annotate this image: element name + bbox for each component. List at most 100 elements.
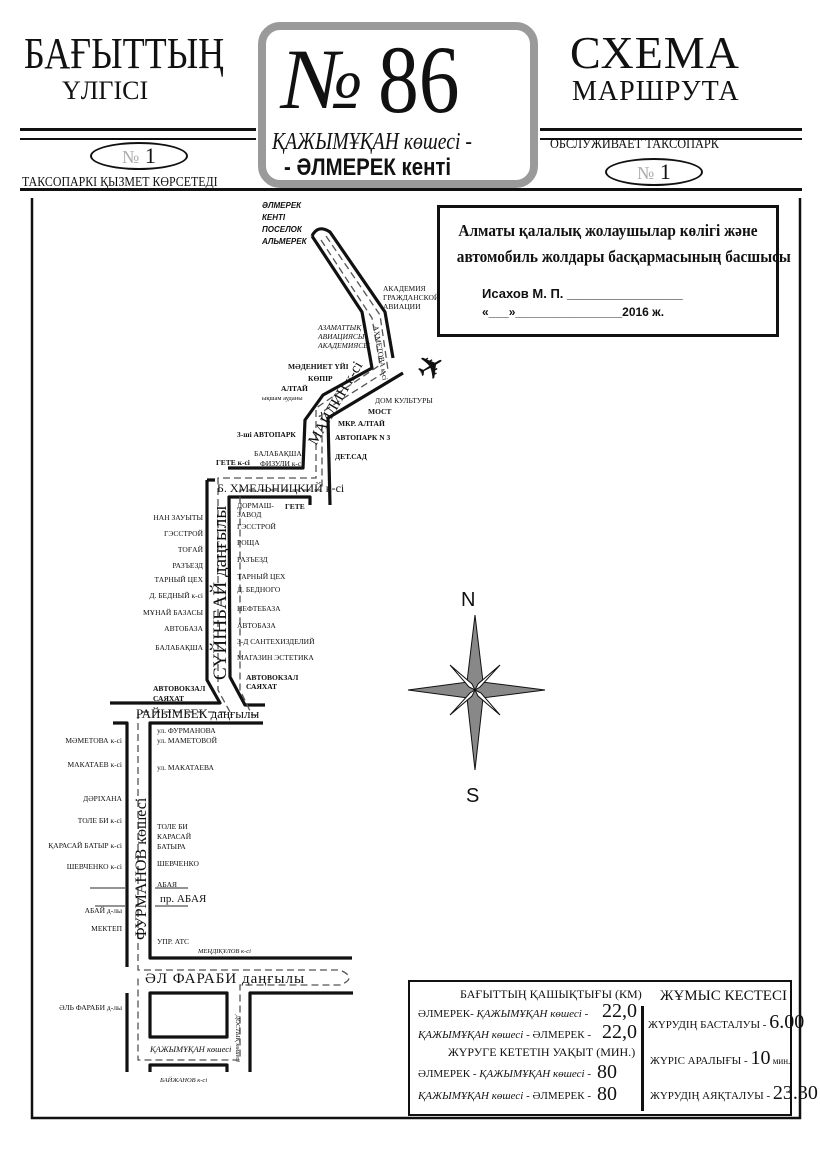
label-stop: ӘЛЬ ФАРАБИ д-лы	[59, 1003, 122, 1012]
suyinbay-left-stops: НАН ЗАУЫТЫ ГЭССТРОЙ ТОҒАЙ РАЗЪЕЗД ТАРНЫЙ…	[143, 513, 204, 652]
right-subtitle: МАРШРУТА	[572, 76, 740, 107]
suyinbay-right-stops: ДОРМАШ- ЗАВОД ГЭССТРОЙ РОЩА РАЗЪЕЗД ТАРН…	[237, 501, 315, 662]
label-academy-ru: ГРАЖДАНСКОЙ	[383, 293, 440, 302]
label-avtovokzal: САЯХАТ	[246, 682, 277, 691]
label-stop: МКР. АЛТАЙ	[338, 419, 385, 428]
label-stop: БАТЫРА	[157, 842, 186, 851]
label-stop: ДӘРІХАНА	[83, 794, 122, 803]
abay-avenue-lines	[90, 887, 188, 907]
furmanov-left-stops: МӘМЕТОВА к-сі МАКАТАЕВ к-сі ДӘРІХАНА ТОЛ…	[48, 736, 122, 1012]
header-bottom-rule	[20, 188, 802, 195]
label-stop: МӘДЕНИЕТ ҮЙІ	[288, 362, 349, 371]
label-stop: КӨПІР	[308, 374, 333, 383]
airplane-icon: ✈	[409, 343, 454, 392]
label-stop: ШЕВЧЕНКО к-сі	[67, 862, 122, 871]
label-stop: АВТОБАЗА	[237, 621, 276, 630]
route-number-box: № 86 ҚАЖЫМҰҚАН көшесі - - ӘЛМЕРЕК кенті	[258, 22, 538, 188]
label-stop: АБАЯ	[157, 880, 177, 889]
time-row: ҚАЖЫМҰҚАН көшесі - ӘЛМЕРЕК -	[418, 1090, 591, 1102]
label-abay-avenue: пр. АБАЯ	[160, 893, 207, 905]
label-avtovokzal: АВТОВОКЗАЛ	[153, 684, 206, 693]
route-info-box: БАҒЫТТЫҢ ҚАШЫҚТЫҒЫ (КМ) ӘЛМЕРЕК- ҚАЖЫМҰҚ…	[408, 980, 818, 1116]
label-stop: ГЭССТРОЙ	[164, 529, 204, 538]
approval-date: «___»________________2016 ж.	[482, 305, 665, 319]
city-block	[148, 991, 229, 1039]
time-title: ЖҮРУГЕ КЕТЕТІН УАҚЫТ (МИН.)	[448, 1045, 636, 1059]
route-line-return	[239, 235, 389, 716]
akhmetova-road-right	[310, 227, 395, 359]
furmanov-road-left	[113, 721, 129, 1072]
right-taxopark-caption: ОБСЛУЖИВАЕТ ТАКСОПАРК	[550, 137, 719, 152]
label-stop: МҰНАЙ БАЗАСЫ	[143, 608, 203, 617]
info-divider	[641, 1006, 644, 1111]
label-stop: УПР. АТС	[157, 937, 189, 946]
distance-title: БАҒЫТТЫҢ ҚАШЫҚТЫҒЫ (КМ)	[460, 987, 642, 1001]
right-title: СХЕМА	[570, 27, 740, 78]
label-raiymbek-avenue: РАЙЫМБЕК даңғылы	[136, 706, 259, 721]
label-poselok: ПОСЕЛОК	[262, 225, 303, 234]
schedule-interval: ЖҮРІС АРАЛЫҒЫ - 10 мин.	[650, 1047, 791, 1069]
label-kazhymukan-street: ҚАЖЫМҰҚАН көшесі	[149, 1044, 232, 1054]
label-stop: КАРАСАЙ	[157, 832, 192, 841]
left-taxopark-caption: ТАКСОПАРКІ ҚЫЗМЕТ КӨРСЕТЕДІ	[22, 175, 218, 190]
label-academy-kz: АЗАМАТТЫҚ	[317, 323, 362, 332]
schedule-end: ЖҮРУДІҢ АЯҚТАЛУЫ - 23.30	[650, 1082, 818, 1104]
label-stop: ТОҒАЙ	[178, 545, 204, 554]
label-stop: МОСТ	[368, 407, 391, 416]
time-row: ӘЛМЕРЕК - ҚАЖЫМҰҚАН көшесі -	[418, 1068, 591, 1080]
label-stop: ТАРНЫЙ ЦЕХ	[237, 572, 286, 581]
label-stop: АВТОПАРК N 3	[335, 433, 390, 442]
label-avtovokzal: АВТОВОКЗАЛ	[246, 673, 299, 682]
approval-line-1: Алматы қалалық жолаушылар көлігі және	[458, 221, 758, 240]
label-stop: Д. БЕДНОГО	[237, 585, 281, 594]
label-stop: ШЕВЧЕНКО	[157, 859, 199, 868]
label-stop: ТОЛЕ БИ	[157, 822, 188, 831]
label-stop: 3-ші АВТОПАРК	[237, 430, 296, 439]
route-line-forward	[137, 239, 381, 1061]
label-stop: ТАРНЫЙ ЦЕХ	[155, 575, 204, 584]
label-stop: ДОМ КУЛЬТУРЫ	[375, 396, 433, 405]
akhmetova-road-left	[228, 235, 374, 470]
label-academy-ru: АВИАЦИИ	[383, 302, 421, 311]
label-stop: АЛТАЙ	[281, 384, 308, 393]
compass-north-label: N	[461, 589, 475, 611]
label-stop: РОЩА	[237, 538, 260, 547]
furmanov-right-stops: ул. ФУРМАНОВА ул. МАМЕТОВОЙ ул. МАКАТАЕВ…	[157, 726, 251, 955]
label-almerek-kz: ӘЛМЕРЕК	[262, 201, 302, 210]
label-khmelnitsky-street: Б. ХМЕЛЬНИЦКИЙ к-сі	[217, 481, 345, 495]
label-stop: АВТОБАЗА	[164, 624, 203, 633]
time-value: 80	[597, 1061, 617, 1083]
right-taxopark-badge: № 1	[605, 158, 703, 186]
time-value: 80	[597, 1083, 617, 1105]
label-stop: ҚАРАСАЙ БАТЫР к-сі	[48, 841, 122, 850]
label-stop: МАКАТАЕВ к-сі	[68, 760, 122, 769]
route-to: - ӘЛМЕРЕК кенті	[284, 154, 452, 181]
label-stop: ықшам ауданы	[262, 395, 303, 402]
label-almerek-ru: АЛЬМЕРЕК	[261, 237, 308, 246]
distance-row: ӘЛМЕРЕК- ҚАЖЫМҰҚАН көшесі -	[418, 1008, 589, 1020]
label-stop: З-Д САНТЕХИЗДЕЛИЙ	[237, 637, 315, 646]
label-stop: ДЕТ.САД	[335, 452, 368, 461]
label-stop: ул. МАКАТАЕВА	[157, 763, 214, 772]
label-stop: ГЕТЕ	[285, 502, 305, 511]
left-title: БАҒЫТТЫҢ	[24, 29, 225, 78]
schedule-title: ЖҰМЫС КЕСТЕСІ	[660, 988, 787, 1004]
label-stop: РАЗЪЕЗД	[172, 561, 203, 570]
label-gete-street: ГЕТЕ к-сі	[216, 458, 250, 467]
label-academy-kz: АВИАЦИЯСЫ	[317, 332, 365, 341]
baizhanov-road	[148, 1063, 229, 1072]
label-mendikulov-street: МЕҢДІҚҰЛОВ к-сі	[197, 948, 251, 955]
label-stop: ТОЛЕ БИ к-сі	[78, 816, 122, 825]
label-stop: ул. МАМЕТОВОЙ	[157, 736, 218, 745]
label-akhmetova-street: АХМЕТОВА к-сі	[371, 325, 389, 381]
label-stop: БАЛАБАҚША	[155, 643, 203, 652]
label-stop: ДОРМАШ-	[237, 501, 274, 510]
label-stop: АБАЙ д-лы	[85, 906, 122, 915]
label-stop: ЗАВОД	[237, 510, 261, 519]
label-stop: БАЛАБАҚША	[254, 449, 302, 458]
map-frame	[30, 198, 802, 1120]
distance-value: 22,0	[602, 1021, 637, 1043]
right-divider	[540, 128, 802, 140]
